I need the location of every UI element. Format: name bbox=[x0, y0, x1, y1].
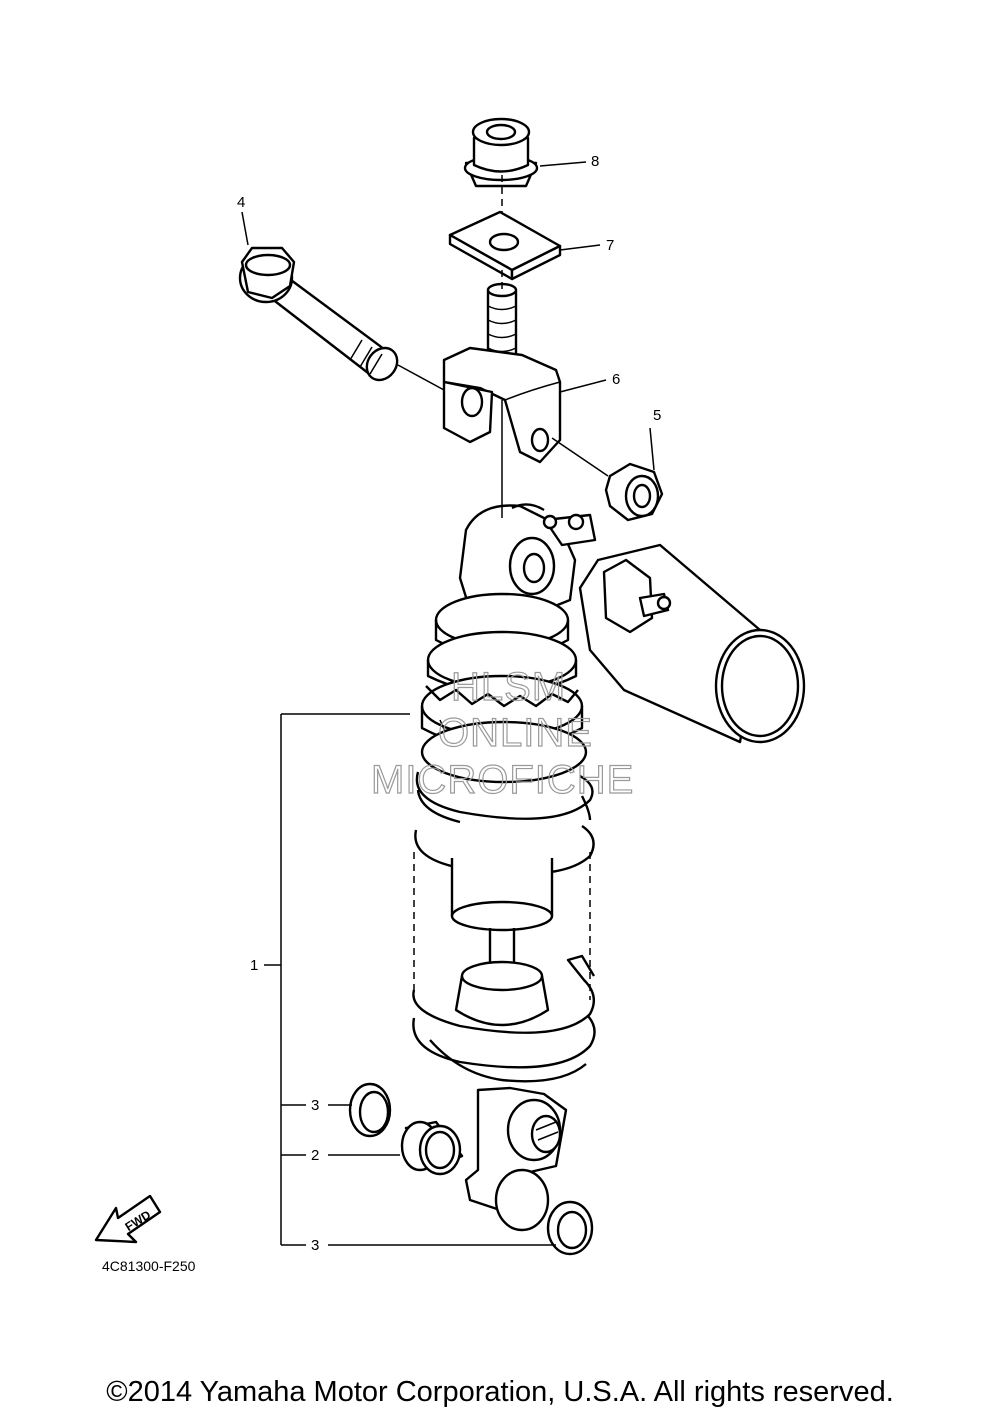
callout-3-lower: 3 bbox=[311, 1237, 319, 1254]
copyright-notice: ©2014 Yamaha Motor Corporation, U.S.A. A… bbox=[106, 1376, 894, 1408]
callout-6: 6 bbox=[612, 371, 620, 388]
part-5-nut[interactable] bbox=[604, 462, 664, 522]
part-8-flange-nut[interactable] bbox=[463, 117, 539, 188]
callout-2: 2 bbox=[311, 1147, 319, 1164]
figure-code: 4C81300-F250 bbox=[102, 1258, 196, 1274]
watermark-line-1: HLSM bbox=[451, 665, 566, 709]
part-3-oil-seal-lower[interactable] bbox=[546, 1200, 594, 1256]
watermark: HLSM ONLINE MICROFICHE bbox=[370, 664, 634, 802]
leader-lines bbox=[241, 161, 655, 1246]
part-1-rear-shock-absorber[interactable] bbox=[412, 503, 806, 1232]
forward-arrow-icon: FWD bbox=[94, 1194, 162, 1244]
callout-4: 4 bbox=[237, 194, 245, 211]
callout-5: 5 bbox=[653, 407, 661, 424]
callout-1: 1 bbox=[250, 957, 258, 974]
watermark-line-2: ONLINE bbox=[438, 711, 593, 755]
part-2-bushing[interactable] bbox=[400, 1120, 464, 1176]
part-4-bolt[interactable] bbox=[238, 246, 403, 386]
callout-3-upper: 3 bbox=[311, 1097, 319, 1114]
part-7-lock-plate[interactable] bbox=[448, 210, 562, 281]
callout-7: 7 bbox=[606, 237, 614, 254]
part-3-oil-seal-upper[interactable] bbox=[348, 1082, 392, 1138]
part-6-upper-bracket[interactable] bbox=[442, 282, 562, 464]
watermark-line-3: MICROFICHE bbox=[371, 758, 634, 802]
callout-8: 8 bbox=[591, 153, 599, 170]
